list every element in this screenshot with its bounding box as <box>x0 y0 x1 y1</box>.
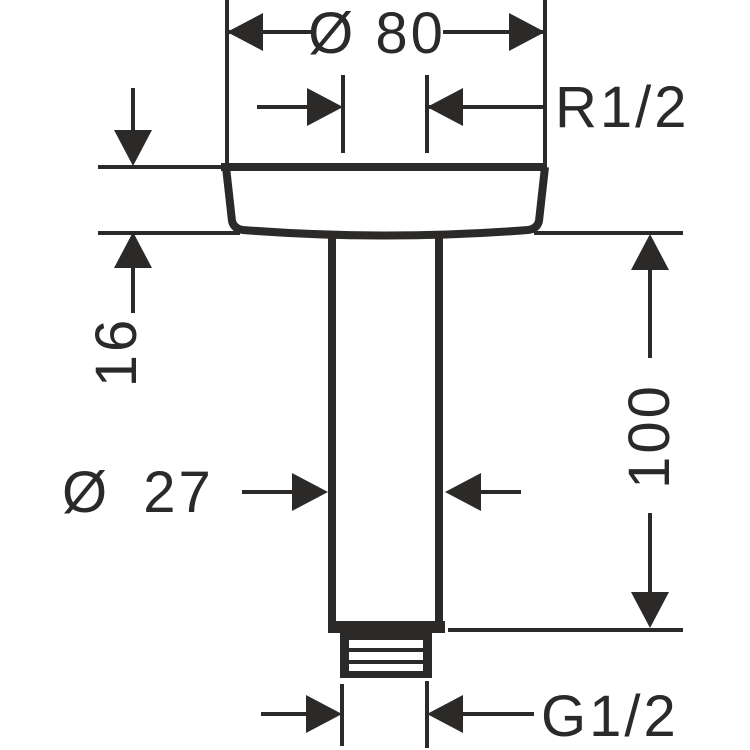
thread-groove-1 <box>349 640 423 648</box>
label-bottom-thread: G1/2 <box>541 684 679 749</box>
dim-27-arrow-left-icon <box>292 473 328 511</box>
dimension-labels: Ø 80 R1/2 16 Ø 27 100 G1/2 <box>62 1 690 749</box>
dimension-lines <box>98 0 683 748</box>
dim-27-arrow-right-icon <box>445 473 481 511</box>
dim-100-arrow-up-icon <box>631 234 669 270</box>
flange-outline <box>222 166 549 240</box>
dim-100-arrow-down-icon <box>631 592 669 628</box>
dim-16-arrow-down-icon <box>114 130 152 166</box>
thread-groove-3 <box>349 664 423 671</box>
dim-80-arrow-left-icon <box>227 13 263 51</box>
dimension-arrows <box>114 13 669 733</box>
label-pipe-length: 100 <box>617 383 682 489</box>
g12-arrow-left-icon <box>306 695 342 733</box>
dim-16-arrow-up-icon <box>114 232 152 268</box>
label-flange-diameter: Ø 80 <box>308 1 446 66</box>
label-flange-height: 16 <box>84 317 149 388</box>
label-top-thread: R1/2 <box>555 75 690 140</box>
g12-arrow-right-icon <box>427 695 463 733</box>
dim-80-arrow-right-icon <box>509 13 545 51</box>
r12-arrow-left-icon <box>307 88 343 126</box>
r12-arrow-right-icon <box>427 88 463 126</box>
label-pipe-diameter: Ø 27 <box>62 460 214 525</box>
part-outline <box>221 163 549 678</box>
thread-groove-2 <box>349 652 423 660</box>
